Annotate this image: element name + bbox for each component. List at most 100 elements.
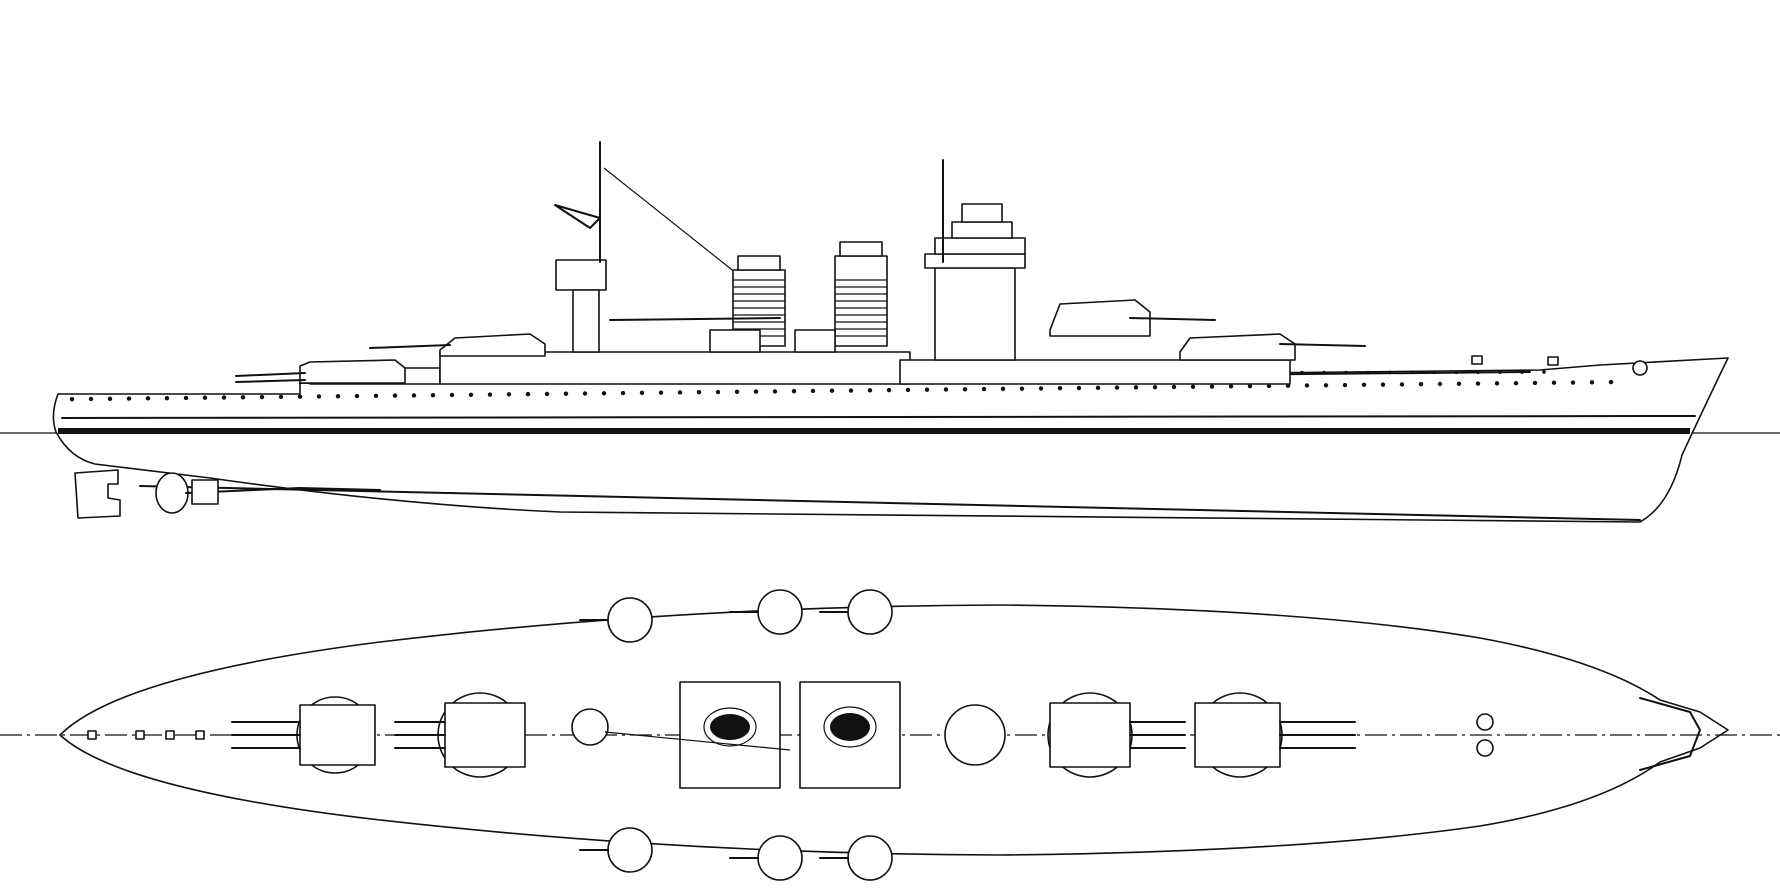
porthole (1418, 382, 1424, 387)
keel-line (139, 485, 1641, 521)
secondary-turret (607, 827, 653, 873)
porthole (1300, 370, 1304, 375)
funnel-bands (733, 279, 887, 337)
hull-strake (61, 415, 1696, 419)
porthole (1342, 382, 1348, 388)
aft-tower (572, 289, 600, 353)
fore-funnel-plan (830, 713, 870, 741)
porthole (88, 396, 94, 402)
porthole (1520, 370, 1524, 374)
porthole (1076, 385, 1082, 391)
porthole (943, 387, 949, 392)
porthole (1532, 380, 1538, 386)
porthole (1513, 380, 1519, 386)
capstan-port (1476, 713, 1494, 731)
porthole (1019, 386, 1025, 391)
aft-turret-x (299, 359, 406, 384)
porthole (601, 391, 607, 396)
porthole (1456, 381, 1462, 386)
porthole (1399, 382, 1405, 387)
porthole (1589, 380, 1595, 385)
forward-tower-lower (934, 267, 1016, 361)
porthole (1038, 386, 1044, 391)
porthole (1494, 381, 1500, 386)
porthole (1133, 385, 1139, 390)
secondary-turret (847, 589, 893, 635)
porthole (582, 391, 588, 396)
porthole (791, 388, 797, 394)
porthole (1171, 384, 1177, 390)
aft-deckhouse (439, 351, 911, 385)
turret-a-plan (1194, 692, 1356, 778)
porthole (259, 394, 265, 400)
bollard (135, 730, 145, 740)
porthole (164, 395, 170, 401)
porthole (1551, 380, 1557, 385)
porthole (183, 395, 189, 401)
porthole (886, 387, 892, 393)
forward-turret-a (1179, 333, 1296, 361)
porthole (449, 392, 455, 398)
turret-b-guns (1129, 317, 1216, 321)
porthole (392, 393, 398, 398)
forward-director (951, 221, 1013, 239)
turret-x-guns (235, 372, 306, 377)
porthole (639, 390, 645, 396)
porthole (658, 390, 664, 395)
turret-y-plan (394, 692, 526, 778)
plan-view (0, 589, 1780, 881)
porthole (905, 387, 911, 393)
porthole (1608, 379, 1614, 385)
aft-turret-y (439, 333, 546, 357)
boot-topping-band (58, 428, 1690, 434)
porthole (1095, 385, 1101, 390)
porthole (1361, 382, 1367, 388)
porthole (924, 387, 930, 392)
porthole (145, 396, 151, 401)
porthole (981, 386, 987, 392)
fore-funnel-cap (839, 241, 883, 257)
propeller (155, 472, 189, 514)
secondary-turret (757, 589, 803, 635)
aft-funnel-cap (737, 255, 781, 271)
aft-fire-control (555, 259, 607, 291)
porthole (1570, 380, 1576, 385)
porthole (1247, 383, 1253, 389)
porthole (354, 393, 360, 399)
turret-y-guns (369, 344, 451, 349)
porthole (1498, 370, 1502, 374)
porthole (715, 389, 721, 395)
porthole (1432, 370, 1436, 375)
porthole (1114, 385, 1120, 390)
porthole (696, 390, 702, 395)
porthole (962, 387, 968, 392)
porthole (1475, 381, 1481, 386)
capstan-starboard (1476, 739, 1494, 757)
rudder (74, 469, 121, 519)
bridge-deck (924, 253, 1026, 269)
forward-rangefinder (961, 203, 1003, 223)
porthole (772, 389, 778, 394)
secondary-turret (847, 835, 893, 881)
aft-tower-plan (571, 708, 609, 746)
porthole (848, 388, 854, 393)
secondary-turret-mid (794, 329, 836, 353)
porthole (335, 394, 341, 399)
porthole (544, 391, 550, 397)
aft-funnel-plan (710, 714, 750, 740)
porthole (1476, 370, 1480, 375)
porthole (525, 391, 531, 397)
porthole (620, 390, 626, 396)
porthole (487, 392, 493, 397)
forward-turret-b (1049, 299, 1151, 337)
porthole (468, 392, 474, 397)
porthole (1388, 370, 1392, 375)
propeller-shaft (185, 487, 381, 494)
forward-deckhouse (899, 359, 1291, 385)
porthole (1366, 370, 1370, 375)
side-elevation-view (0, 141, 1780, 523)
bollard (165, 730, 175, 740)
porthole (430, 392, 436, 398)
porthole (1454, 370, 1458, 375)
